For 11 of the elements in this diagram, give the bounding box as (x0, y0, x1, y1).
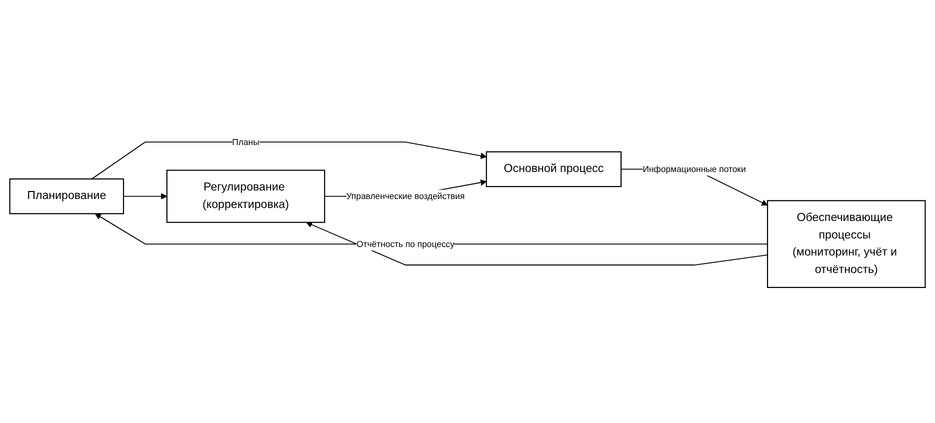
node-box: Обеспечивающие процессы (мониторинг, учёт и отчётность) (766, 200, 926, 288)
node-box: Основной процесс (486, 151, 622, 188)
edge-label: Информационные потоки (642, 164, 746, 174)
edge-label: Управленческие воздействия (346, 191, 465, 202)
edge-label: Планы (232, 136, 260, 148)
arrow (123, 193, 168, 200)
node-box: Регулирование (корректировка) (166, 170, 326, 223)
node-box: Планирование (9, 178, 124, 214)
edge-label: Отчётность по процессу (356, 238, 454, 250)
arrow (91, 142, 487, 180)
arrow (306, 222, 768, 266)
